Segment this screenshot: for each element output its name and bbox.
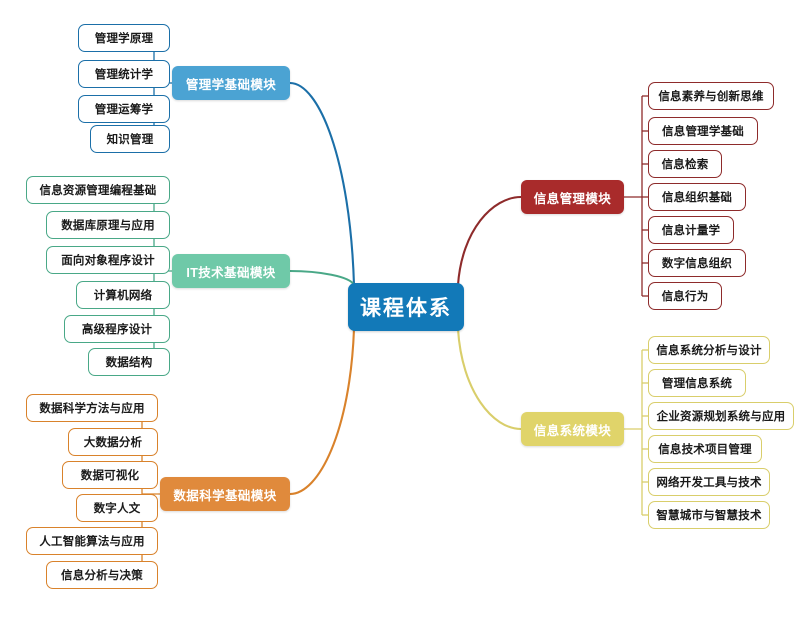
leaf-node-infosystems-2[interactable]: 企业资源规划系统与应用 bbox=[648, 402, 794, 430]
leaf-node-infosystems-5[interactable]: 智慧城市与智慧技术 bbox=[648, 501, 770, 529]
leaf-node-infosystems-4[interactable]: 网络开发工具与技术 bbox=[648, 468, 770, 496]
leaf-node-infomanagement-6[interactable]: 信息行为 bbox=[648, 282, 722, 310]
leaf-node-it-1[interactable]: 数据库原理与应用 bbox=[46, 211, 170, 239]
leaf-node-infosystems-0[interactable]: 信息系统分析与设计 bbox=[648, 336, 770, 364]
leaf-node-it-2[interactable]: 面向对象程序设计 bbox=[46, 246, 170, 274]
leaf-node-datascience-0[interactable]: 数据科学方法与应用 bbox=[26, 394, 158, 422]
leaf-node-infomanagement-5[interactable]: 数字信息组织 bbox=[648, 249, 746, 277]
leaf-node-datascience-5[interactable]: 信息分析与决策 bbox=[46, 561, 158, 589]
leaf-node-datascience-1[interactable]: 大数据分析 bbox=[68, 428, 158, 456]
leaf-node-it-3[interactable]: 计算机网络 bbox=[76, 281, 170, 309]
leaf-node-management-2[interactable]: 管理运筹学 bbox=[78, 95, 170, 123]
module-node-datascience[interactable]: 数据科学基础模块 bbox=[160, 477, 290, 511]
leaf-node-infosystems-3[interactable]: 信息技术项目管理 bbox=[648, 435, 762, 463]
leaf-node-infomanagement-4[interactable]: 信息计量学 bbox=[648, 216, 734, 244]
leaf-node-datascience-2[interactable]: 数据可视化 bbox=[62, 461, 158, 489]
module-node-it[interactable]: IT技术基础模块 bbox=[172, 254, 290, 288]
leaf-node-infomanagement-1[interactable]: 信息管理学基础 bbox=[648, 117, 758, 145]
leaf-node-datascience-3[interactable]: 数字人文 bbox=[76, 494, 158, 522]
leaf-node-infomanagement-2[interactable]: 信息检索 bbox=[648, 150, 722, 178]
module-node-infosystems[interactable]: 信息系统模块 bbox=[521, 412, 624, 446]
module-node-management[interactable]: 管理学基础模块 bbox=[172, 66, 290, 100]
leaf-node-management-3[interactable]: 知识管理 bbox=[90, 125, 170, 153]
leaf-node-management-0[interactable]: 管理学原理 bbox=[78, 24, 170, 52]
root-node-course-system[interactable]: 课程体系 bbox=[348, 283, 464, 331]
leaf-node-infosystems-1[interactable]: 管理信息系统 bbox=[648, 369, 746, 397]
leaf-node-it-5[interactable]: 数据结构 bbox=[88, 348, 170, 376]
leaf-node-it-0[interactable]: 信息资源管理编程基础 bbox=[26, 176, 170, 204]
module-node-infomanagement[interactable]: 信息管理模块 bbox=[521, 180, 624, 214]
leaf-node-infomanagement-0[interactable]: 信息素养与创新思维 bbox=[648, 82, 774, 110]
leaf-node-management-1[interactable]: 管理统计学 bbox=[78, 60, 170, 88]
leaf-node-datascience-4[interactable]: 人工智能算法与应用 bbox=[26, 527, 158, 555]
leaf-node-infomanagement-3[interactable]: 信息组织基础 bbox=[648, 183, 746, 211]
leaf-node-it-4[interactable]: 高级程序设计 bbox=[64, 315, 170, 343]
